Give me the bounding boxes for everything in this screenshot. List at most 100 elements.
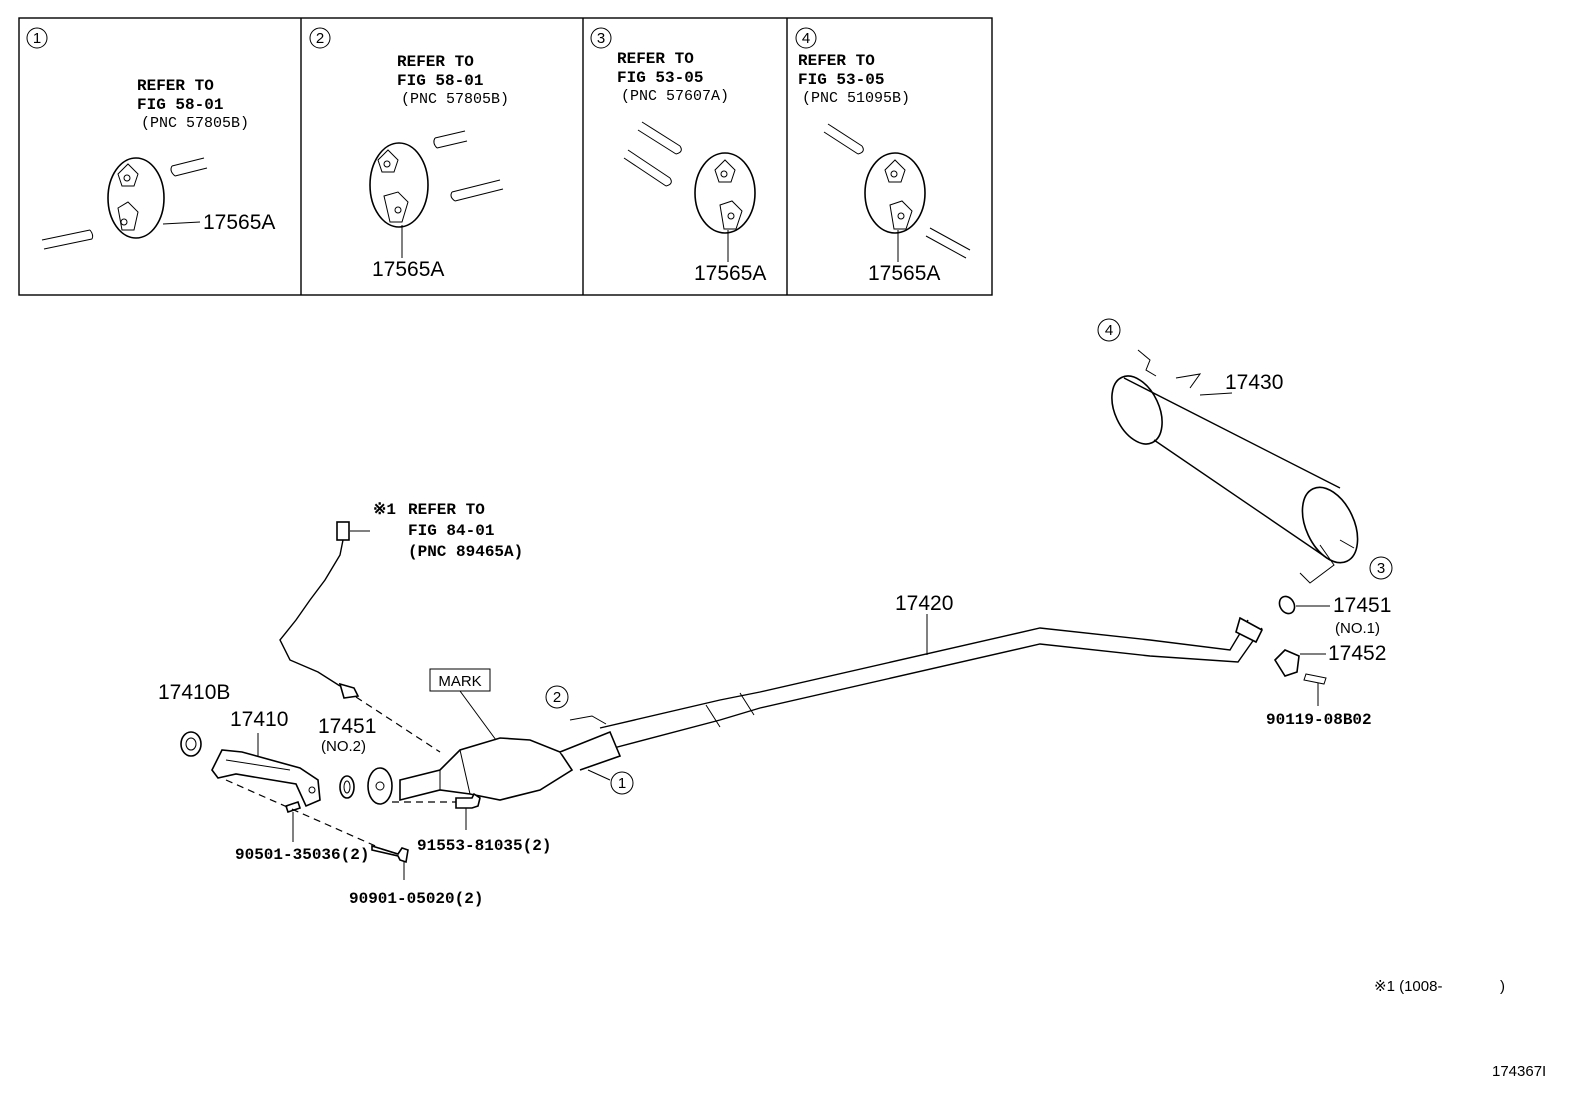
part-number: 17565A <box>868 262 940 285</box>
hanger-rod <box>637 121 682 155</box>
bolt-icon <box>371 844 409 864</box>
part-number: 17565A <box>203 211 275 234</box>
rubber-hanger-icon <box>107 157 165 239</box>
part-label-17430: 17430 <box>1225 371 1283 394</box>
refer-line: FIG 53-05 <box>617 69 703 87</box>
hanger-bracket <box>569 715 607 725</box>
panel-4: 4 REFER TO FIG 53-05 (PNC 51095B) 17565A <box>795 27 971 285</box>
panel-number: 3 <box>597 30 605 47</box>
refer-line: REFER TO <box>798 52 875 70</box>
catalytic-converter <box>367 730 622 805</box>
footnote-close: ) <box>1500 978 1505 995</box>
leader-line <box>162 221 201 225</box>
refer-line: FIG 58-01 <box>397 72 483 90</box>
part-note-no2: (NO.2) <box>321 738 366 755</box>
hanger-rod <box>823 123 864 155</box>
refer-line: REFER TO <box>137 77 214 95</box>
rubber-hanger-icon <box>369 142 429 228</box>
bolt-icon <box>1303 673 1327 685</box>
part-label-17420: 17420 <box>895 592 953 615</box>
part-label-90901-05020: 90901-05020(2) <box>349 890 483 908</box>
part-label-90501-35036: 90501-35036(2) <box>235 846 369 864</box>
callout-2: 2 <box>553 689 561 706</box>
hanger-rod <box>925 227 971 259</box>
assembly-line <box>355 696 441 753</box>
refer-line: FIG 58-01 <box>137 96 223 114</box>
callout-circle <box>1369 556 1393 580</box>
leader-line <box>1199 392 1233 396</box>
part-label-90119-08b02: 90119-08B02 <box>1266 711 1372 729</box>
figure-id: 174367I <box>1492 1063 1546 1080</box>
part-label-17410: 17410 <box>230 708 288 731</box>
part-label-17451-no1: 17451 <box>1333 594 1391 617</box>
part-label-91553-81035: 91553-81035(2) <box>417 837 551 855</box>
leader-line <box>587 769 611 781</box>
heat-shield <box>1175 373 1202 389</box>
callout-circle <box>545 685 569 709</box>
footnote: ※1 (1008- <box>1374 978 1442 995</box>
refer-line: REFER TO <box>397 53 474 71</box>
part-number: 17565A <box>694 262 766 285</box>
hanger-bracket <box>1137 349 1157 377</box>
part-note-no1: (NO.1) <box>1335 620 1380 637</box>
bolt-icon <box>455 792 481 809</box>
sensor-note-mark: ※1 <box>373 501 396 519</box>
sensor-body <box>338 682 360 699</box>
panel-number-circle <box>309 27 331 49</box>
hanger-rod <box>450 179 504 202</box>
sensor-wire <box>279 539 344 687</box>
front-pipe-17410 <box>211 749 321 808</box>
refer-line: FIG 53-05 <box>798 71 884 89</box>
refer-line: REFER TO <box>617 50 694 68</box>
refer-line: (PNC 57805B) <box>401 91 509 108</box>
muffler-17430 <box>1111 349 1359 584</box>
stud-icon <box>284 800 302 814</box>
panel-number-circle <box>795 27 817 49</box>
tail-pipe-17420-lower <box>605 627 1263 751</box>
callout-4: 4 <box>1105 322 1113 339</box>
panel-number: 1 <box>33 30 41 47</box>
sensor-connector <box>336 521 350 541</box>
panel-number: 2 <box>316 30 324 47</box>
leader-line <box>459 690 497 741</box>
callout-3: 3 <box>1377 560 1385 577</box>
sensor-refer-line: (PNC 89465A) <box>408 543 523 561</box>
mark-label: MARK <box>438 673 481 690</box>
inset-panels: 1 REFER TO FIG 58-01 (PNC 57805B) 17565A… <box>18 17 993 296</box>
panel-2: 2 REFER TO FIG 58-01 (PNC 57805B) 17565A <box>309 27 509 281</box>
panel-1: 1 REFER TO FIG 58-01 (PNC 57805B) 17565A <box>26 27 275 250</box>
refer-line: (PNC 51095B) <box>802 90 910 107</box>
inset-frame <box>18 17 993 296</box>
part-number: 17565A <box>372 258 444 281</box>
panel-number: 4 <box>802 30 810 47</box>
pipe-flange <box>1235 616 1264 644</box>
oxygen-sensor <box>279 521 370 699</box>
converter-outlet <box>559 730 622 771</box>
hanger-rod <box>623 149 672 187</box>
support-17452 <box>1273 649 1300 677</box>
gasket-17451-no2 <box>339 775 355 799</box>
converter-flange <box>367 767 393 805</box>
callout-circle <box>1097 318 1121 342</box>
part-label-17451-no2: 17451 <box>318 715 376 738</box>
part-label-17452: 17452 <box>1328 642 1386 665</box>
main-assembly: 4 17430 3 17451 (NO.1) 17452 90119-08B02… <box>158 318 1393 908</box>
rubber-hanger-icon <box>694 152 756 234</box>
panel-number-circle <box>26 27 48 49</box>
gasket-17410b <box>180 731 202 757</box>
hanger-rod <box>41 229 94 250</box>
rubber-hanger-icon <box>864 152 926 234</box>
panel-number-circle <box>590 27 612 49</box>
tail-outlet <box>1299 544 1335 584</box>
sensor-refer-line: FIG 84-01 <box>408 522 494 540</box>
panel-3: 3 REFER TO FIG 53-05 (PNC 57607A) 17565A <box>590 27 766 285</box>
part-label-17410b: 17410B <box>158 681 230 704</box>
assembly-line <box>225 779 381 849</box>
tail-pipe-17420 <box>599 619 1249 729</box>
hanger-rod <box>170 157 208 177</box>
gasket-17451-no1 <box>1278 595 1296 615</box>
refer-line: (PNC 57607A) <box>621 88 729 105</box>
refer-line: (PNC 57805B) <box>141 115 249 132</box>
callout-1: 1 <box>618 775 626 792</box>
